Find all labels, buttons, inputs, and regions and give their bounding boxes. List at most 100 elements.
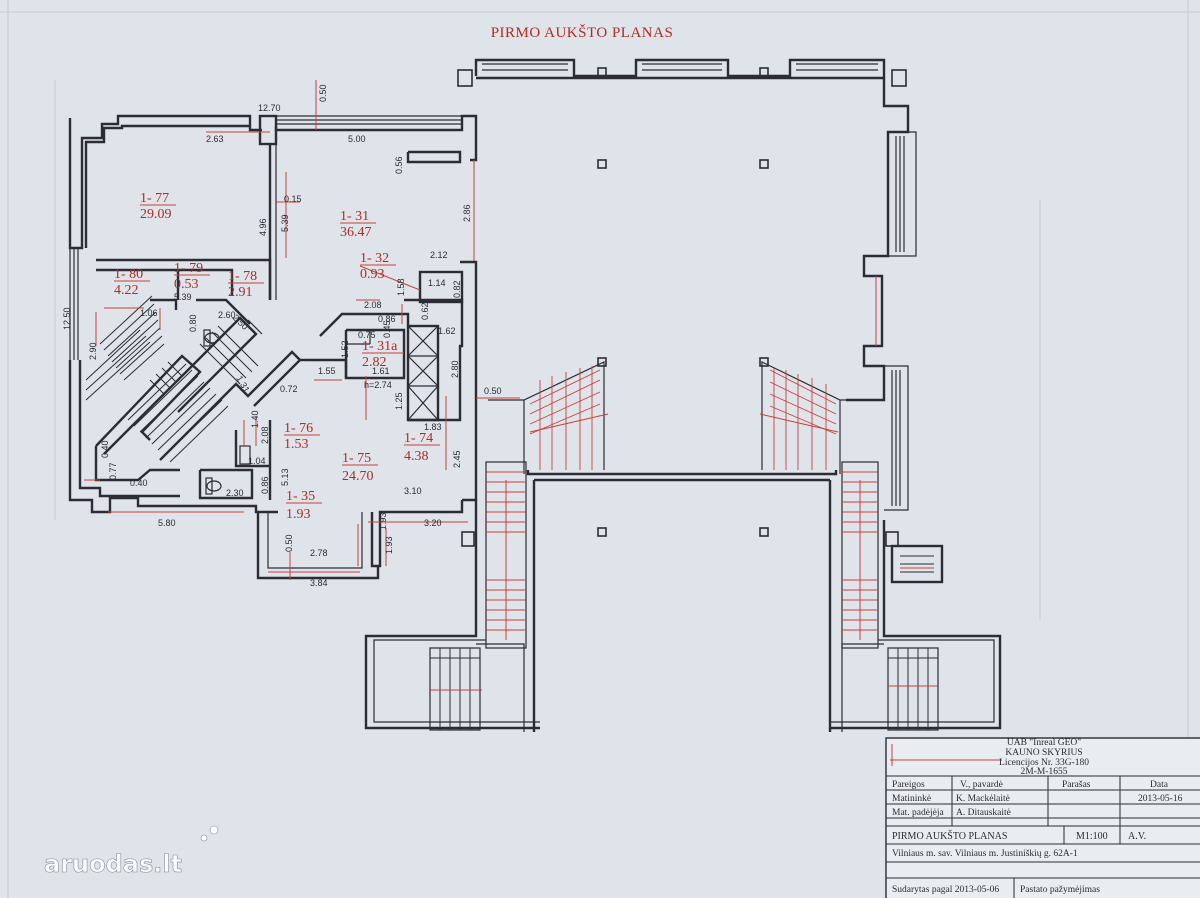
dim-label: 0.40	[100, 440, 110, 458]
dim-label: 4.96	[258, 218, 268, 236]
dim-label: 0.45	[382, 320, 392, 338]
dim-label: 5.00	[348, 134, 366, 144]
dim-label: 0.72	[280, 384, 298, 394]
dim-label: 2.63	[206, 134, 224, 144]
dim-label: 0.50	[318, 84, 328, 102]
room-area-1-35: 1.93	[286, 507, 311, 522]
dim-label: 3.10	[404, 486, 422, 496]
room-id-1-32: 1- 32	[360, 251, 389, 266]
room-area-1-80: 4.22	[114, 283, 139, 298]
watermark-logo-icon	[209, 825, 219, 835]
watermark: aruodas.lt	[44, 825, 219, 878]
room-id-1-74: 1- 74	[404, 431, 433, 446]
room-id-1-79: 1- 79	[174, 261, 203, 276]
dim-label: 2.08	[260, 426, 270, 444]
dim-label: 3.20	[424, 518, 442, 528]
room-id-1-77: 1- 77	[140, 191, 169, 206]
dim-label: 2.12	[430, 250, 448, 260]
dim-label: 1.04	[248, 456, 266, 466]
dim-label: 0.77	[108, 462, 118, 480]
dim-label: 2.60	[218, 310, 236, 320]
tb-license2: 2M-M-1655	[1021, 767, 1068, 777]
room-area-1-74: 4.38	[404, 449, 429, 464]
room-labels: 1- 77 29.09 1- 31 36.47 1- 32 0.93 1- 80…	[114, 191, 440, 522]
dim-label: 0.75	[358, 330, 376, 340]
dim-label: 1.06	[140, 308, 158, 318]
dim-label: 2.30	[226, 488, 244, 498]
room-id-1-31a: 1- 31a	[362, 339, 398, 354]
dim-label: 1.61	[372, 366, 390, 376]
dim-label: 5.39	[174, 292, 192, 302]
dim-label: 1.40	[250, 410, 260, 428]
dim-label: 5.39	[280, 214, 290, 232]
dim-label: 1.58	[396, 278, 406, 296]
tb-company: UAB "Inreal GEO"	[1007, 738, 1081, 748]
dim-label: 1.83	[424, 422, 442, 432]
dim-label: 1.93	[384, 536, 394, 554]
dim-label: 2.80	[450, 360, 460, 378]
right-hall-walls	[364, 58, 1002, 732]
dim-label: 0.86	[260, 476, 270, 494]
dim-label: 12.70	[258, 103, 281, 113]
tb-marking: Pastato pažymėjimas	[1020, 885, 1100, 895]
dim-label: 1.25	[394, 392, 404, 410]
plan-title: PIRMO AUKŠTO PLANAS	[491, 24, 674, 41]
dim-label: 0.50	[484, 386, 502, 396]
tb-scale: M1:100	[1076, 831, 1108, 842]
dim-label: 2.86	[462, 204, 472, 222]
dimension-lines-left	[84, 80, 520, 580]
dim-label: 1.62	[438, 326, 456, 336]
room-area-1-75: 24.70	[342, 469, 374, 484]
tb-license: Licencijos Nr. 33G-180	[999, 758, 1089, 768]
dim-label: 0.86	[378, 314, 396, 324]
tb-address: Vilniaus m. sav. Vilniaus m. Justiniškių…	[892, 849, 1078, 859]
fixtures	[203, 319, 263, 495]
room-id-1-80: 1- 80	[114, 267, 143, 282]
dim-label: 1.14	[428, 278, 446, 288]
tb-row2-role: Mat. padėjėja	[892, 808, 944, 818]
hall-stair-left	[429, 361, 609, 731]
dim-label: 2.08	[364, 300, 382, 310]
dim-label: 0.15	[284, 194, 302, 204]
room-area-1-76: 1.53	[284, 437, 309, 452]
tb-row1-date: 2013-05-16	[1138, 794, 1183, 804]
room-area-1-78: 2.91	[228, 285, 253, 300]
hall-stair-right	[759, 361, 939, 731]
dim-label: 12.50	[62, 307, 72, 330]
room-id-1-78: 1- 78	[228, 269, 257, 284]
dim-label: 0.40	[130, 478, 148, 488]
tb-row2-name: A. Ditauskaitė	[956, 808, 1011, 818]
dim-label: h=2.74	[364, 380, 392, 390]
room-area-1-31a: 2.82	[362, 355, 387, 370]
tb-row1-name: K. Mackėlaitė	[956, 794, 1010, 804]
dim-label: 5.13	[280, 468, 290, 486]
tb-plan-name: PIRMO AUKŠTO PLANAS	[892, 830, 1007, 842]
left-staircase	[85, 295, 259, 463]
room-area-1-77: 29.09	[140, 207, 172, 222]
dim-label: 1.93	[378, 512, 388, 530]
dim-label: 5.80	[158, 518, 176, 528]
room-id-1-31: 1- 31	[340, 209, 369, 224]
dim-label: 1.52	[340, 340, 350, 358]
dim-label: 0.56	[394, 156, 404, 174]
tb-header-pareigos: Pareigos	[892, 780, 925, 790]
dim-label: 0.50	[284, 534, 294, 552]
room-area-1-32: 0.93	[360, 267, 385, 282]
tb-prepared: Sudarytas pagal 2013-05-06	[892, 885, 999, 895]
watermark-text: aruodas.lt	[44, 850, 182, 878]
tb-header-date: Data	[1150, 780, 1169, 790]
tb-header-signature: Parašas	[1062, 780, 1091, 790]
dim-label: 0.62	[420, 302, 430, 320]
dim-label: 0.82	[452, 280, 462, 298]
dim-label: 2.90	[88, 342, 98, 360]
tb-row1-role: Matininkė	[892, 794, 931, 804]
room-area-1-31: 36.47	[340, 225, 372, 240]
tb-av: A.V.	[1128, 831, 1146, 842]
room-id-1-35: 1- 35	[286, 489, 315, 504]
dim-label: 2.78	[310, 548, 328, 558]
room-id-1-75: 1- 75	[342, 451, 371, 466]
tb-header-name: V., pavardė	[960, 780, 1003, 790]
columns	[457, 67, 907, 547]
